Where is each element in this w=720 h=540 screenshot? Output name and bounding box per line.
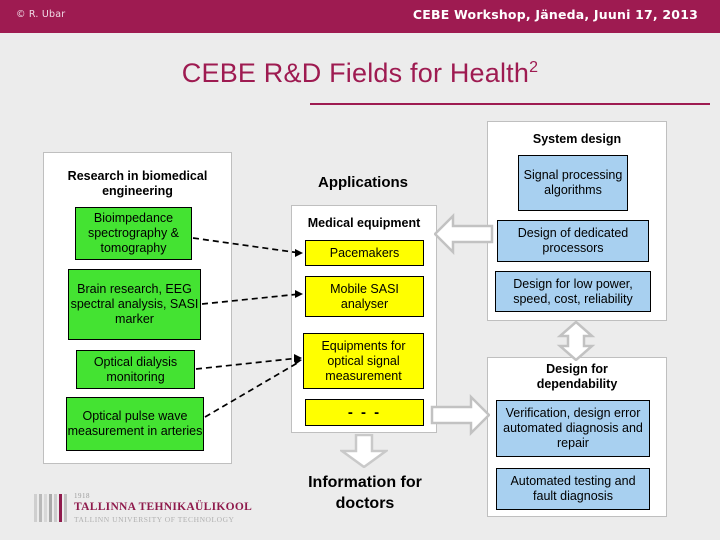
research-item-optical-pulse-wave[interactable]: Optical pulse wave measurement in arteri… xyxy=(66,397,204,451)
logo-bars-icon xyxy=(34,494,68,522)
down-arrow-to-doctors xyxy=(340,434,388,468)
double-arrow-system-dependability xyxy=(554,321,598,361)
dependability-title-line-2: dependability xyxy=(536,377,618,391)
applications-heading: Applications xyxy=(288,174,438,191)
system-design-item-label: Signal processing algorithms xyxy=(523,168,623,197)
system-design-title-label: System design xyxy=(532,132,622,146)
research-title-line-2: engineering xyxy=(102,184,173,198)
medical-equipment-panel-title: Medical equipment xyxy=(293,216,435,231)
page-title-text: CEBE R&D Fields for Health xyxy=(181,58,530,88)
research-title-line-1: Research in biomedical xyxy=(67,169,208,183)
arrow-applications-to-dependability xyxy=(430,392,490,438)
ttu-logo: 1918 TALLINNA TEHNIKAÜLIKOOL TALLINN UNI… xyxy=(34,492,252,526)
system-design-item-dedicated-processors[interactable]: Design of dedicated processors xyxy=(497,220,649,262)
dependability-item-verification[interactable]: Verification, design error automated dia… xyxy=(496,400,650,457)
system-design-item-label: Design of dedicated processors xyxy=(517,226,629,255)
information-for-doctors-label: Information for doctors xyxy=(275,472,455,514)
logo-name-english: TALLINN UNIVERSITY OF TECHNOLOGY xyxy=(74,515,235,524)
research-item-optical-dialysis[interactable]: Optical dialysis monitoring xyxy=(76,350,195,389)
dependability-title-line-1: Design for xyxy=(546,362,608,376)
application-item-label: - - - xyxy=(347,404,382,421)
research-item-label: Brain research, EEG spectral analysis, S… xyxy=(70,282,199,326)
page-title: CEBE R&D Fields for Health2 xyxy=(0,58,720,89)
application-item-mobile-sasi[interactable]: Mobile SASI analyser xyxy=(305,276,424,317)
applications-heading-label: Applications xyxy=(317,174,408,191)
system-design-item-low-power[interactable]: Design for low power, speed, cost, relia… xyxy=(495,271,651,312)
research-item-label: Optical pulse wave measurement in arteri… xyxy=(67,409,203,438)
application-item-optical-signal-equipment[interactable]: Equipments for optical signal measuremen… xyxy=(303,333,424,389)
header-copyright: © R. Ubar xyxy=(16,9,66,20)
arrow-system-design-to-applications xyxy=(434,211,494,257)
application-item-placeholder[interactable]: - - - xyxy=(305,399,424,426)
system-design-item-signal-processing[interactable]: Signal processing algorithms xyxy=(518,155,628,211)
title-underline-rule xyxy=(310,103,710,105)
research-item-brain-research[interactable]: Brain research, EEG spectral analysis, S… xyxy=(68,269,201,340)
logo-year: 1918 xyxy=(74,492,90,500)
research-item-label: Bioimpedance spectrography & tomography xyxy=(87,211,180,255)
doctors-line-2: doctors xyxy=(335,495,395,512)
application-item-pacemakers[interactable]: Pacemakers xyxy=(305,240,424,266)
application-item-label: Equipments for optical signal measuremen… xyxy=(321,338,406,383)
dependability-item-automated-testing[interactable]: Automated testing and fault diagnosis xyxy=(496,468,650,510)
doctors-line-1: Information for xyxy=(308,474,422,491)
page-title-superscript: 2 xyxy=(529,59,539,76)
system-design-panel-title: System design xyxy=(489,132,665,147)
logo-name-estonian: TALLINNA TEHNIKAÜLIKOOL xyxy=(74,501,253,513)
header-bar: © R. Ubar CEBE Workshop, Jäneda, Juuni 1… xyxy=(0,0,720,33)
system-design-item-label: Design for low power, speed, cost, relia… xyxy=(513,276,633,306)
medical-equipment-title-label: Medical equipment xyxy=(307,216,421,230)
dependability-item-label: Automated testing and fault diagnosis xyxy=(510,474,636,503)
application-item-label: Mobile SASI analyser xyxy=(330,281,399,311)
research-item-label: Optical dialysis monitoring xyxy=(93,354,178,384)
research-item-bioimpedance[interactable]: Bioimpedance spectrography & tomography xyxy=(75,207,192,260)
dependability-item-label: Verification, design error automated dia… xyxy=(503,406,643,450)
dependability-panel-title: Design for dependability xyxy=(489,362,665,392)
application-item-label: Pacemakers xyxy=(329,245,400,260)
research-panel-title: Research in biomedical engineering xyxy=(45,169,230,199)
header-event-title: CEBE Workshop, Jäneda, Juuni 17, 2013 xyxy=(412,7,698,22)
